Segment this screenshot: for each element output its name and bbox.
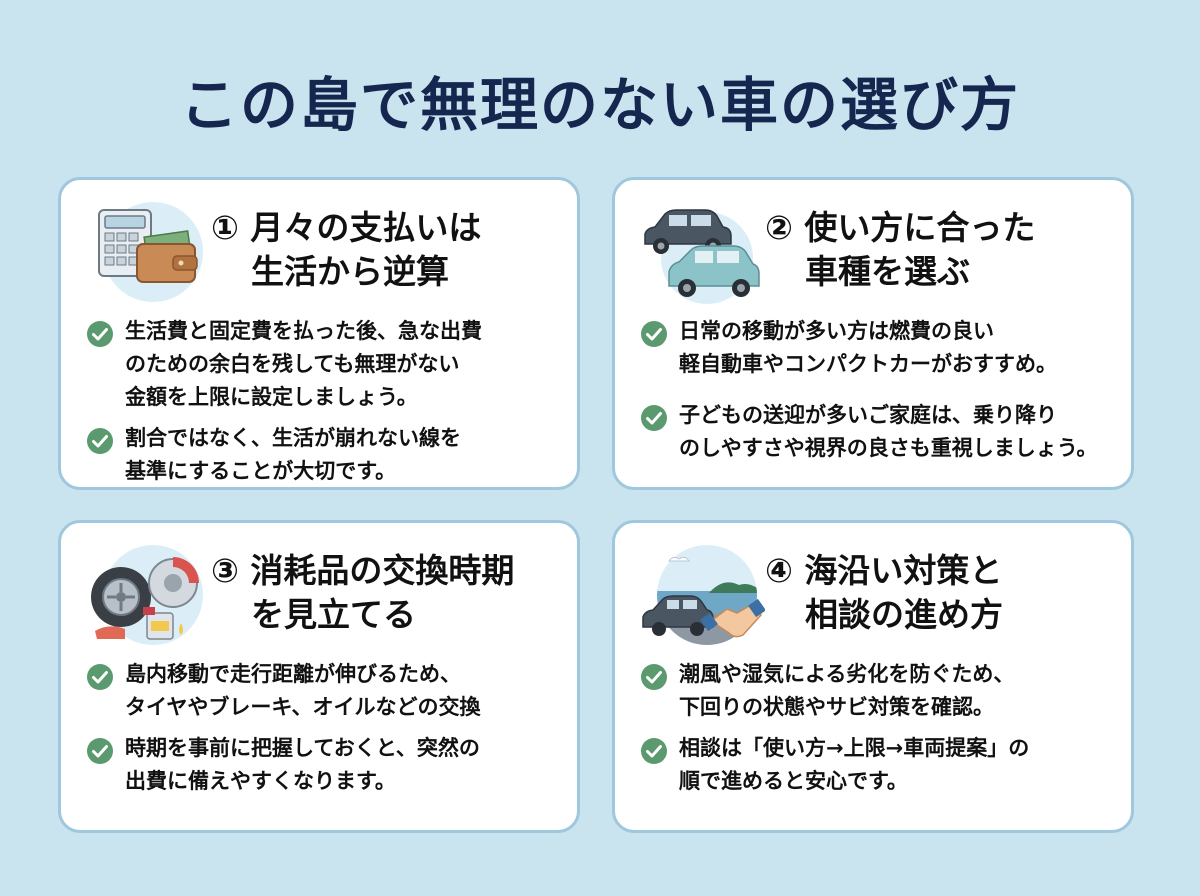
- card-title-line1: ① 月々の支払いは: [211, 208, 482, 247]
- check-circle-icon: [641, 738, 667, 764]
- card-title: ① 月々の支払いは 生活から逆算: [211, 206, 571, 294]
- bullet-list: 生活費と固定費を払った後、急な出費 のための余白を残しても無理がない 金額を上限…: [85, 315, 563, 496]
- check-circle-icon: [87, 428, 113, 454]
- card-title-line1: ④ 海沿い対策と: [765, 551, 1003, 590]
- compact-car-icon: [644, 209, 760, 304]
- bullet-item: 潮風や湿気による劣化を防ぐため、 下回りの状態やサビ対策を確認。: [639, 658, 1117, 724]
- card-title-line2: 生活から逆算: [251, 252, 449, 291]
- bullet-item: 子どもの送迎が多いご家庭は、乗り降り のしやすさや視界の良さも重視しましょう。: [639, 399, 1117, 465]
- bullet-text-line: 基準にすることが大切です。: [125, 459, 397, 483]
- bullet-text-line: 潮風や湿気による劣化を防ぐため、: [679, 662, 1015, 686]
- card-title-line1: ② 使い方に合った: [765, 208, 1036, 247]
- bullet-text-line: 島内移動で走行距離が伸びるため、: [125, 662, 461, 686]
- card-title-line2: 車種を選ぶ: [805, 252, 970, 291]
- bullet-text-line: 下回りの状態やサビ対策を確認。: [679, 695, 994, 719]
- cars-illustration: [639, 200, 765, 304]
- check-circle-icon: [87, 664, 113, 690]
- bullet-list: 島内移動で走行距離が伸びるため、 タイヤやブレーキ、オイルなどの交換 時期を事前…: [85, 658, 563, 806]
- bullet-item: 割合ではなく、生活が崩れない線を 基準にすることが大切です。: [85, 422, 563, 488]
- card-title-line2: を見立てる: [251, 595, 416, 634]
- bullet-text-line: 軽自動車やコンパクトカーがおすすめ。: [679, 352, 1057, 376]
- check-circle-icon: [641, 664, 667, 690]
- bullet-text-line: 日常の移動が多い方は燃費の良い: [679, 319, 994, 343]
- card-seaside-consultation: ④ 海沿い対策と 相談の進め方 潮風や湿気による劣化を防ぐため、 下回りの状態や…: [612, 520, 1134, 833]
- bullet-text-line: 時期を事前に把握しておくと、突然の: [125, 736, 480, 760]
- card-monthly-payment: ① 月々の支払いは 生活から逆算 生活費と固定費を払った後、急な出費 のための余…: [58, 177, 580, 490]
- bullet-item: 時期を事前に把握しておくと、突然の 出費に備えやすくなります。: [85, 732, 563, 798]
- consumables-illustration: [85, 543, 211, 647]
- page-title: この島で無理のない車の選び方: [179, 71, 1020, 139]
- bullet-text-line: 生活費と固定費を払った後、急な出費: [125, 319, 482, 343]
- check-circle-icon: [87, 321, 113, 347]
- bullet-item: 生活費と固定費を払った後、急な出費 のための余白を残しても無理がない 金額を上限…: [85, 315, 563, 414]
- bullet-item: 日常の移動が多い方は燃費の良い 軽自動車やコンパクトカーがおすすめ。: [639, 315, 1117, 381]
- tire-icon: [91, 545, 203, 645]
- seaside-handshake-illustration: [639, 543, 765, 647]
- check-circle-icon: [641, 321, 667, 347]
- bullet-text-line: 順で進めると安心です。: [679, 769, 908, 793]
- bullet-list: 日常の移動が多い方は燃費の良い 軽自動車やコンパクトカーがおすすめ。 子どもの送…: [639, 315, 1117, 473]
- bullet-text-line: 金額を上限に設定しましょう。: [125, 385, 418, 409]
- bullet-text-line: 子どもの送迎が多いご家庭は、乗り降り: [679, 403, 1057, 427]
- bullet-text-line: 相談は「使い方→上限→車両提案」の: [679, 736, 1030, 760]
- bullet-text-line: のための余白を残しても無理がない: [125, 352, 460, 376]
- card-title: ③ 消耗品の交換時期 を見立てる: [211, 549, 571, 637]
- calculator-icon: [98, 202, 203, 302]
- bullet-item: 相談は「使い方→上限→車両提案」の 順で進めると安心です。: [639, 732, 1117, 798]
- card-car-type: ② 使い方に合った 車種を選ぶ 日常の移動が多い方は燃費の良い 軽自動車やコンパ…: [612, 177, 1134, 490]
- handshake-icon: [700, 598, 765, 638]
- card-title: ② 使い方に合った 車種を選ぶ: [765, 206, 1125, 294]
- bullet-list: 潮風や湿気による劣化を防ぐため、 下回りの状態やサビ対策を確認。 相談は「使い方…: [639, 658, 1117, 806]
- bullet-text-line: タイヤやブレーキ、オイルなどの交換: [125, 695, 481, 719]
- bullet-text-line: 出費に備えやすくなります。: [125, 769, 396, 793]
- card-title: ④ 海沿い対策と 相談の進め方: [765, 549, 1125, 637]
- card-title-line1: ③ 消耗品の交換時期: [211, 551, 515, 590]
- calculator-wallet-illustration: [85, 200, 211, 304]
- bullet-item: 島内移動で走行距離が伸びるため、 タイヤやブレーキ、オイルなどの交換: [85, 658, 563, 724]
- card-consumables: ③ 消耗品の交換時期 を見立てる 島内移動で走行距離が伸びるため、 タイヤやブレ…: [58, 520, 580, 833]
- bullet-text-line: 割合ではなく、生活が崩れない線を: [125, 426, 461, 450]
- seaside-car-icon: [642, 545, 765, 645]
- check-circle-icon: [87, 738, 113, 764]
- card-title-line2: 相談の進め方: [805, 595, 1003, 634]
- bullet-text-line: のしやすさや視界の良さも重視しましょう。: [679, 436, 1098, 460]
- check-circle-icon: [641, 405, 667, 431]
